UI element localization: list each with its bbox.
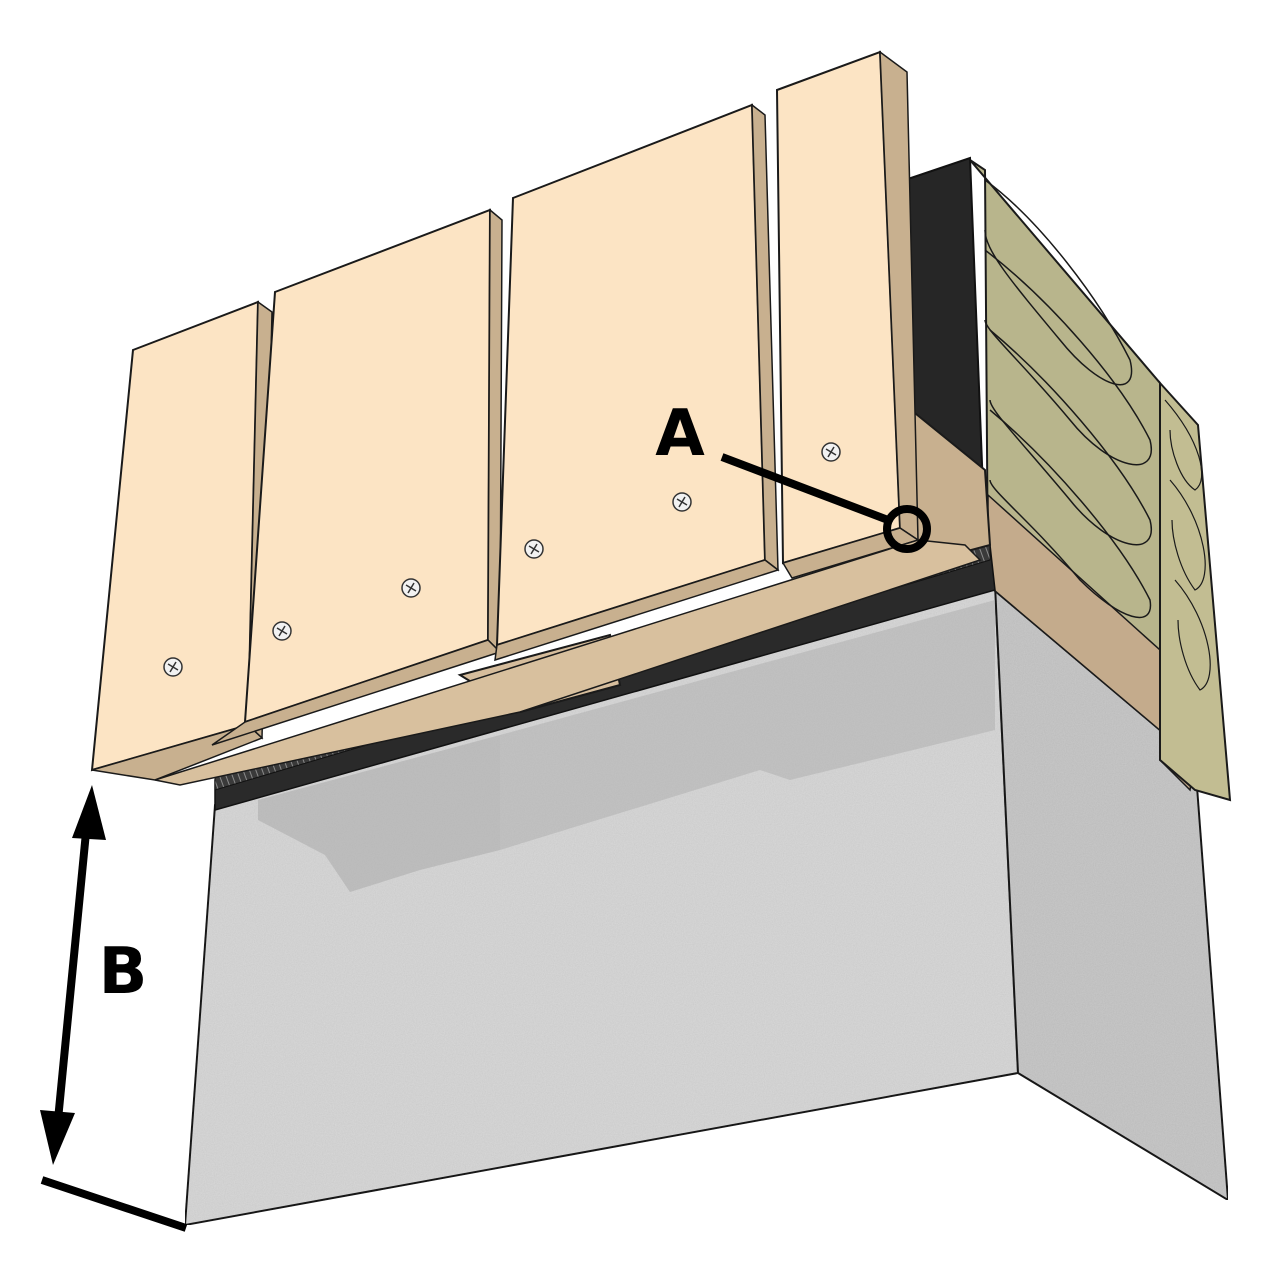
- dimension-b-base: [40, 1176, 188, 1232]
- arrow-down-icon: [40, 1110, 75, 1165]
- screw-icon: [672, 492, 692, 512]
- facade-board: [494, 103, 780, 662]
- facade-boards: [90, 50, 982, 786]
- batten-shadow: [500, 600, 995, 850]
- batten-shadow: [258, 735, 500, 892]
- callout-a-label: A: [655, 397, 705, 471]
- arrow-up-icon: [72, 785, 106, 840]
- facade-board: [211, 208, 503, 746]
- callout-a-ring: [883, 505, 931, 553]
- facade-board: [775, 50, 920, 579]
- board-bottom-edge: [154, 539, 982, 786]
- callout-a-leader: [720, 453, 890, 524]
- insulation-second-layer: [1159, 380, 1232, 802]
- screw-icon: [821, 442, 841, 462]
- screws: [163, 442, 841, 677]
- screw-icon: [163, 657, 183, 677]
- dimension-b: B: [40, 785, 188, 1232]
- screw-icon: [272, 621, 292, 641]
- dimension-b-label: B: [99, 935, 148, 1009]
- screw-icon: [524, 539, 544, 559]
- screw-icon: [401, 578, 421, 598]
- dimension-b-line: [53, 811, 92, 1131]
- callout-a: A: [655, 397, 931, 553]
